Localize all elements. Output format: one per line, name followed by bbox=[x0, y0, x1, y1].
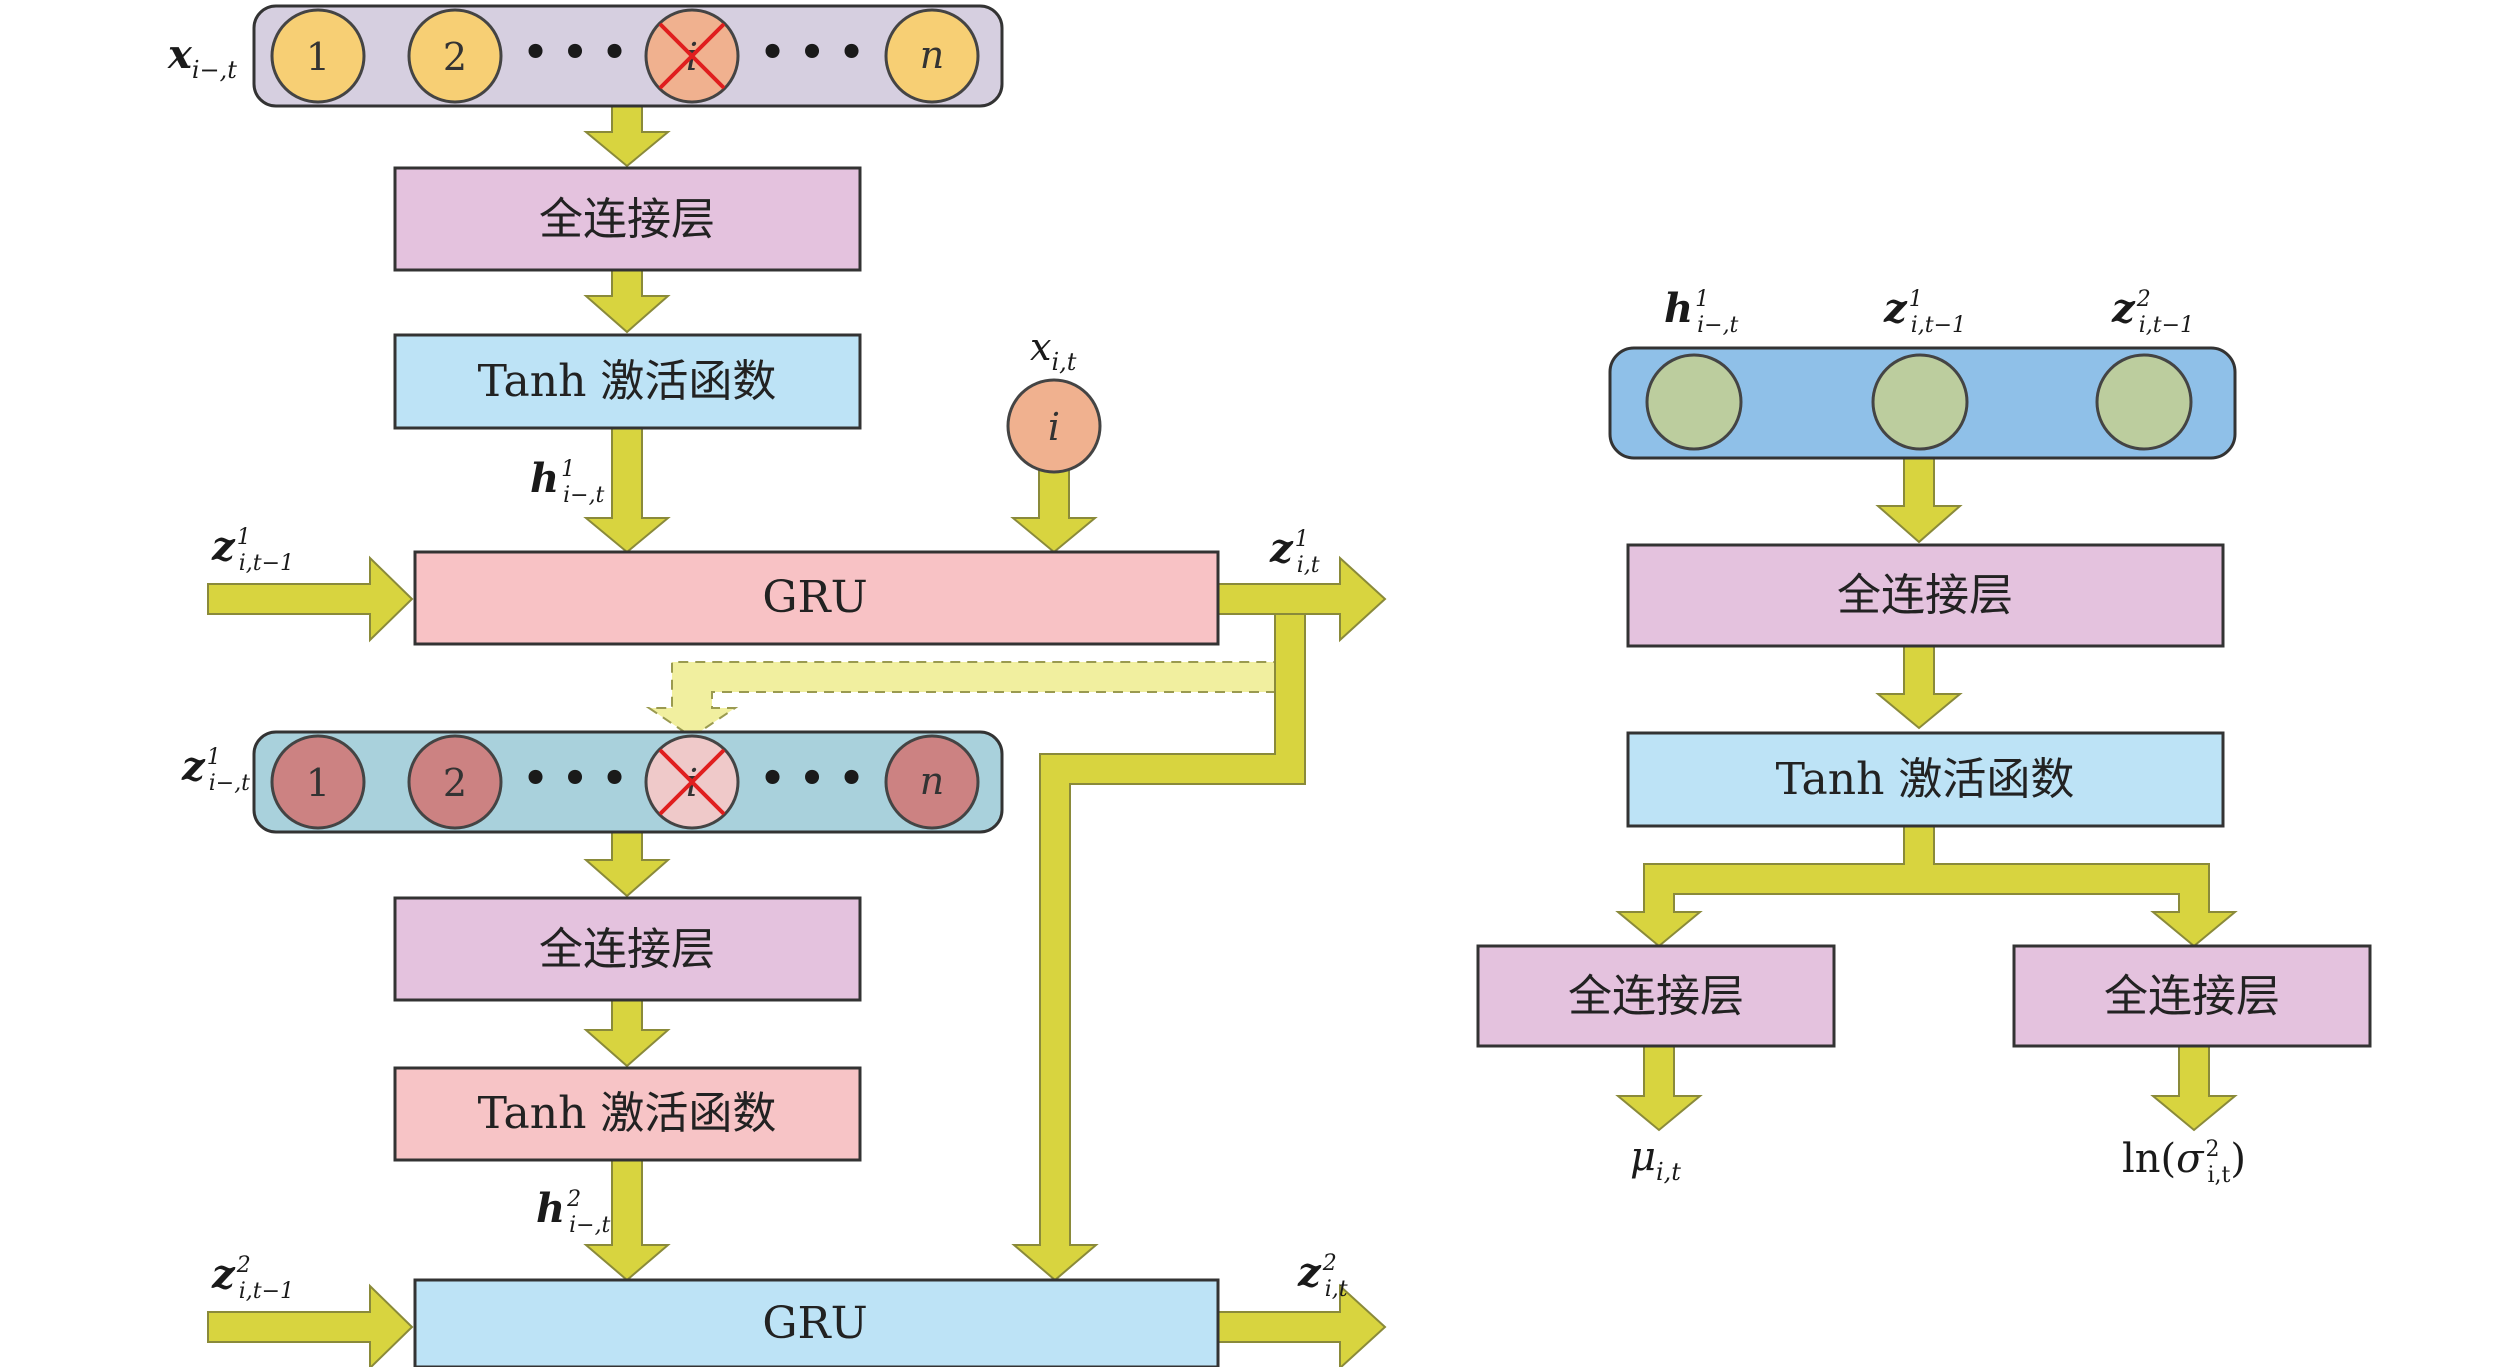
arrow-right-fc-to-tanh bbox=[1875, 645, 1963, 730]
arrow-gru1-to-gru2-route bbox=[1011, 613, 1306, 1282]
right-tanh-layer-label: Tanh 激活函数 bbox=[1776, 754, 2075, 805]
arrow-fc1-to-tanh1 bbox=[583, 269, 671, 334]
arrow-right-row-to-fc bbox=[1875, 457, 1963, 544]
input-node-1-label: 1 bbox=[306, 35, 330, 79]
z-node-2 bbox=[407, 734, 503, 830]
fc-layer-2 bbox=[393, 896, 862, 1002]
gru-2 bbox=[413, 1278, 1220, 1367]
input-node-1 bbox=[270, 8, 366, 104]
arrow-zrow-to-fc2 bbox=[583, 831, 671, 898]
fc-layer-1 bbox=[393, 166, 862, 272]
right-node-h1 bbox=[1645, 353, 1743, 451]
input-row-label: xi−,t bbox=[167, 31, 237, 84]
arrow-z2prev-to-gru2 bbox=[207, 1283, 414, 1367]
arrow-z1prev-to-gru1 bbox=[207, 555, 414, 643]
arrow-gru2-output bbox=[1217, 1283, 1387, 1367]
input-ellipsis-right: • • • bbox=[760, 29, 865, 76]
z-ellipsis-left: • • • bbox=[523, 755, 628, 802]
arrow-right-tanh-split bbox=[1615, 825, 2238, 948]
fc-mu-layer bbox=[1476, 944, 1836, 1048]
input-node-n-label: n bbox=[920, 33, 944, 77]
input-node-n bbox=[884, 8, 980, 104]
gru-1 bbox=[413, 550, 1220, 646]
z-ellipsis-right: • • • bbox=[760, 755, 865, 802]
input-node-2-label: 2 bbox=[443, 35, 467, 79]
input-ellipsis-left: • • • bbox=[523, 29, 628, 76]
tanh-layer-1 bbox=[393, 333, 862, 430]
right-fc-layer bbox=[1626, 543, 2225, 648]
cross-icon bbox=[658, 748, 726, 816]
cross-icon bbox=[658, 22, 726, 90]
arrow-fc-mu-to-mu bbox=[1615, 1045, 1703, 1132]
arrow-dashed-gru1-to-zrow bbox=[645, 661, 1281, 739]
fc-sigma-layer-label: 全连接层 bbox=[2104, 971, 2280, 1022]
arrow-tanh1-to-gru1 bbox=[583, 427, 671, 554]
mu-output-label: μi,t bbox=[1630, 1134, 1681, 1186]
right-node-z2 bbox=[2095, 353, 2193, 451]
fc-layer-2-label: 全连接层 bbox=[539, 924, 715, 975]
fc-sigma-layer bbox=[2012, 944, 2372, 1048]
xit-node-label: i bbox=[1048, 405, 1060, 449]
right-fc-layer-label: 全连接层 bbox=[1837, 570, 2013, 621]
right-tanh-layer bbox=[1626, 731, 2225, 828]
arrow-input-to-fc1 bbox=[583, 105, 671, 168]
fc-mu-layer-label: 全连接层 bbox=[1568, 971, 1744, 1022]
arrow-xit-to-gru1 bbox=[1010, 469, 1098, 554]
gru-1-label: GRU bbox=[762, 572, 867, 623]
z-node-2-label: 2 bbox=[443, 761, 467, 805]
z-node-n bbox=[884, 734, 980, 830]
xit-node bbox=[1006, 378, 1102, 474]
arrow-gru1-output bbox=[1217, 555, 1387, 643]
z-node-n-label: n bbox=[920, 759, 944, 803]
gru-2-label: GRU bbox=[762, 1298, 867, 1349]
z-node-1 bbox=[270, 734, 366, 830]
arrow-fc-sigma-to-sigma bbox=[2150, 1045, 2238, 1132]
z-node-1-label: 1 bbox=[306, 761, 330, 805]
arrow-fc2-to-tanh2 bbox=[583, 999, 671, 1068]
tanh-layer-2 bbox=[393, 1066, 862, 1162]
fc-layer-1-label: 全连接层 bbox=[539, 194, 715, 245]
right-node-z1 bbox=[1871, 353, 1969, 451]
tanh-layer-1-label: Tanh 激活函数 bbox=[478, 356, 777, 407]
input-node-2 bbox=[407, 8, 503, 104]
arrow-tanh2-to-gru2 bbox=[583, 1159, 671, 1282]
tanh-layer-2-label: Tanh 激活函数 bbox=[478, 1088, 777, 1139]
xit-label: xi,t bbox=[1030, 325, 1077, 376]
